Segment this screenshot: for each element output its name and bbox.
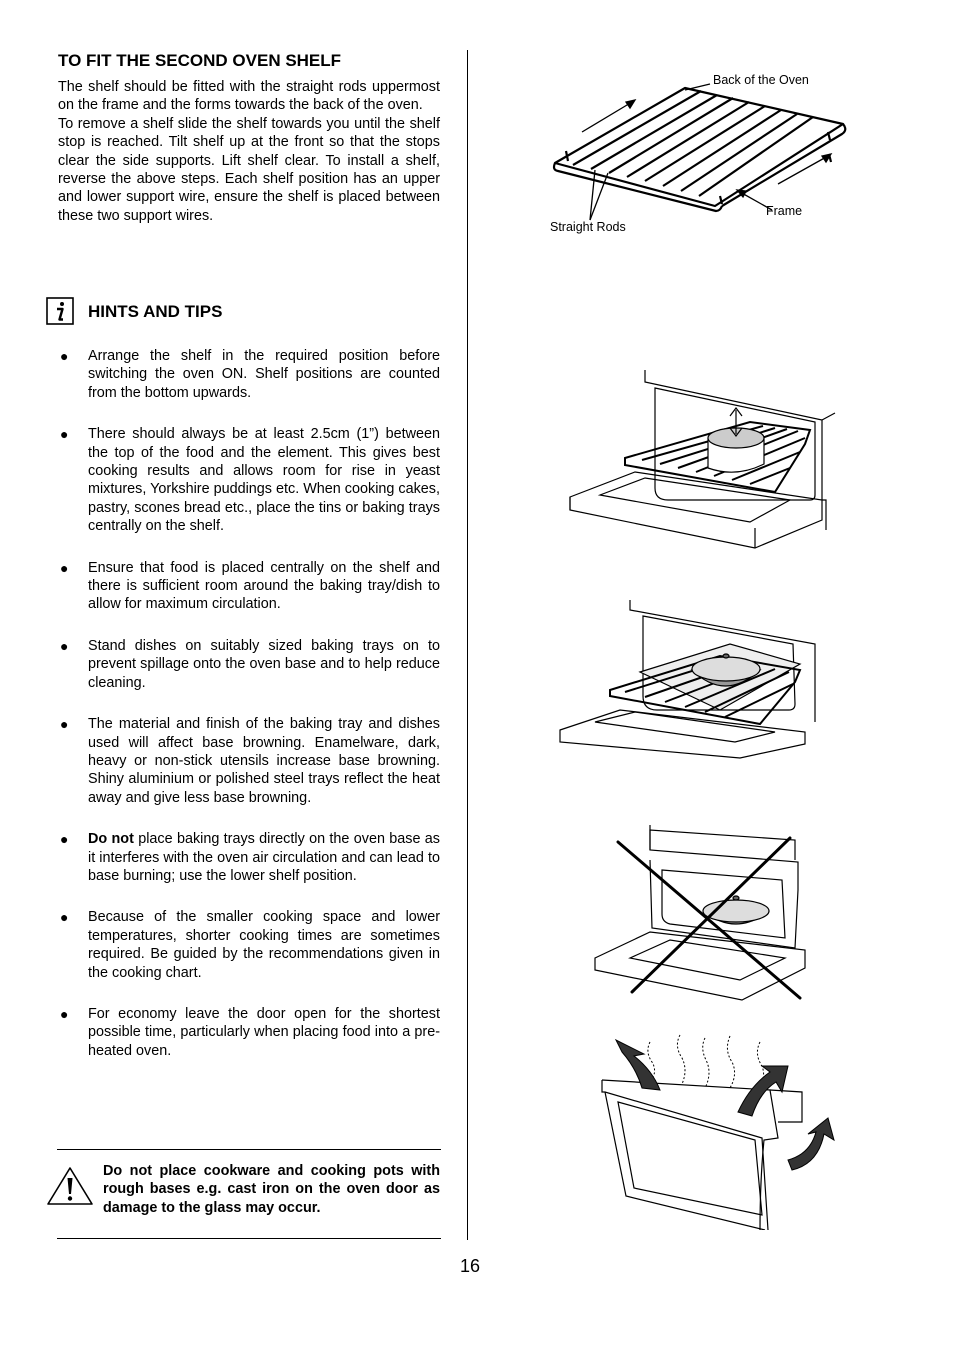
- hint-text: There should always be at least 2.5cm (1…: [88, 426, 440, 535]
- list-item: ● There should always be at least 2.5cm (…: [58, 425, 440, 535]
- hint-text: Because of the smaller cooking space and…: [88, 909, 440, 981]
- hints-list: ● Arrange the shelf in the required posit…: [58, 347, 440, 1083]
- label-straight-rods: Straight Rods: [550, 220, 626, 234]
- heat-arrow-side: [787, 1117, 835, 1171]
- list-item: ● For economy leave the door open for the…: [58, 1005, 440, 1060]
- bullet-icon: ●: [60, 637, 69, 654]
- bullet-icon: ●: [60, 831, 69, 848]
- shelf-fitting-section: TO FIT THE SECOND OVEN SHELF The shelf s…: [58, 50, 440, 225]
- warning-box: Do not place cookware and cooking pots w…: [46, 1162, 440, 1222]
- list-item: ● Arrange the shelf in the required posit…: [58, 347, 440, 402]
- hint-text: Stand dishes on suitably sized baking tr…: [88, 637, 440, 691]
- warning-triangle-icon: [47, 1167, 93, 1205]
- hint-text: For economy leave the door open for the …: [88, 1005, 440, 1059]
- list-item: ● Ensure that food is placed centrally on…: [58, 559, 440, 614]
- hints-header: HINTS AND TIPS: [46, 297, 446, 327]
- label-back-of-oven: Back of the Oven: [713, 73, 809, 87]
- bullet-icon: ●: [60, 426, 69, 443]
- heat-escaping-door-illustration: [601, 1034, 835, 1230]
- list-item: ● Do not place baking trays directly on t…: [58, 830, 440, 885]
- section-title: TO FIT THE SECOND OVEN SHELF: [58, 51, 342, 70]
- label-frame: Frame: [766, 204, 802, 218]
- oven-pot-clearance-illustration: [569, 370, 836, 549]
- bullet-icon: ●: [60, 1005, 69, 1022]
- section-body: The shelf should be fitted with the stra…: [58, 78, 440, 225]
- info-icon: [46, 297, 74, 325]
- warning-text: Do not place cookware and cooking pots w…: [103, 1163, 440, 1216]
- heat-arrow-left: [614, 1038, 661, 1091]
- list-item: ● Because of the smaller cooking space an…: [58, 908, 440, 982]
- hint-emphasis: Do not: [88, 831, 134, 848]
- list-item: ● The material and finish of the baking t…: [58, 715, 440, 807]
- hint-text: Arrange the shelf in the required positi…: [88, 348, 440, 401]
- paragraph-remove-install: To remove a shelf slide the shelf toward…: [58, 115, 440, 224]
- bullet-icon: ●: [60, 716, 69, 733]
- shelf-diagram: Back of the Oven Frame Straight Rods: [550, 73, 847, 234]
- bullet-icon: ●: [60, 909, 69, 926]
- hint-text: place baking trays directly on the oven …: [88, 831, 440, 884]
- paragraph-shelf-orientation: The shelf should be fitted with the stra…: [58, 79, 440, 114]
- hints-title: HINTS AND TIPS: [88, 302, 223, 321]
- warning-top-rule: [57, 1149, 441, 1150]
- bullet-icon: ●: [60, 348, 69, 364]
- incorrect-dish-on-base-illustration: [594, 825, 806, 1001]
- hint-text: Ensure that food is placed centrally on …: [88, 559, 440, 613]
- cross-icon: [616, 836, 802, 1000]
- page-number: 16: [459, 1256, 481, 1276]
- hint-text: The material and finish of the baking tr…: [88, 716, 440, 806]
- column-divider: [467, 50, 468, 1240]
- warning-bottom-rule: [57, 1238, 441, 1239]
- list-item: ● Stand dishes on suitably sized baking t…: [58, 637, 440, 692]
- heat-arrow-right: [737, 1065, 789, 1117]
- oven-dish-on-shelf-illustration: [559, 600, 816, 759]
- bullet-icon: ●: [60, 559, 69, 576]
